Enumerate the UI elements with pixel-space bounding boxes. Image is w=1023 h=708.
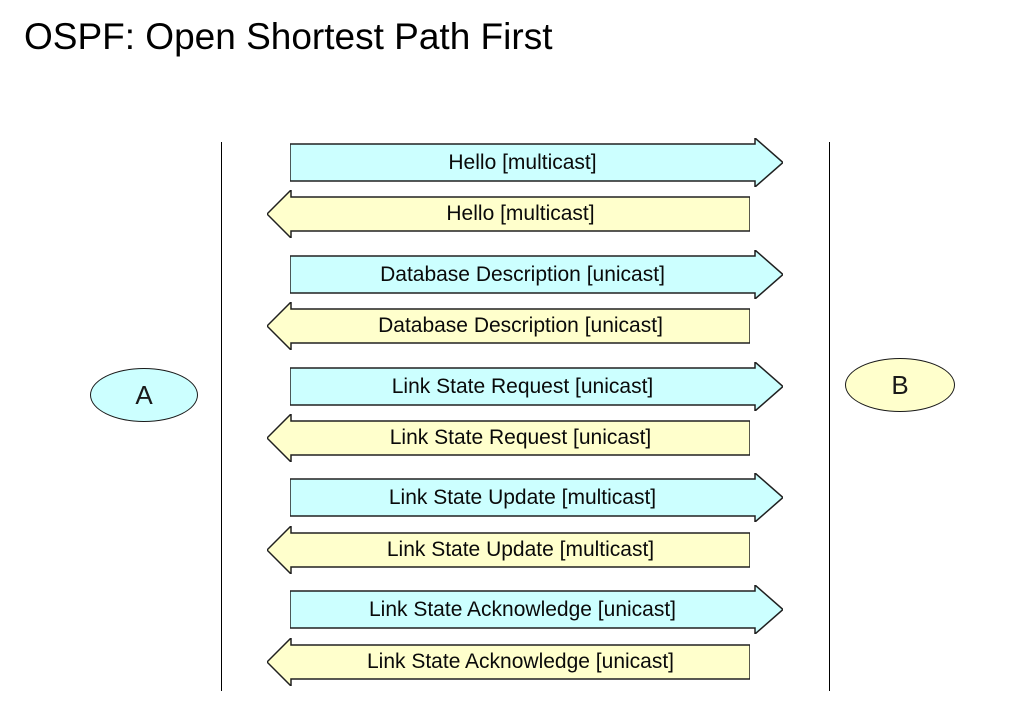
right-arrow-shape <box>290 249 783 299</box>
left-arrow-shape <box>267 414 750 462</box>
message-label: Link State Request [unicast] <box>389 426 652 449</box>
message-label: Database Description [unicast] <box>380 262 665 286</box>
message-arrow: Database Description [unicast] <box>267 302 750 350</box>
node-a-ellipse: A <box>90 368 198 422</box>
message-arrow: Hello [multicast] <box>267 190 750 238</box>
message-arrow: Link State Acknowledge [unicast] <box>290 585 783 634</box>
message-label: Link State Acknowledge [unicast] <box>368 598 677 621</box>
message-label: Hello [multicast] <box>446 202 595 225</box>
left-arrow-shape <box>267 526 750 574</box>
node-b-label: B <box>891 369 909 400</box>
right-arrow-shape <box>290 361 783 411</box>
message-arrow: Link State Update [multicast] <box>267 526 750 574</box>
right-arrow-shape <box>290 138 783 187</box>
node-a-label: A <box>135 379 153 410</box>
left-arrow-shape <box>267 190 750 238</box>
lifeline-b <box>829 142 830 691</box>
message-label: Hello [multicast] <box>448 151 597 174</box>
right-arrow-shape <box>290 473 783 523</box>
message-arrow: Database Description [unicast] <box>290 249 783 299</box>
slide-title: OSPF: Open Shortest Path First <box>24 16 553 57</box>
node-b-ellipse: B <box>845 358 955 412</box>
message-arrow: Link State Acknowledge [unicast] <box>267 638 750 686</box>
left-arrow-shape <box>267 302 750 350</box>
message-label: Link State Update [multicast] <box>388 486 657 510</box>
message-arrow: Hello [multicast] <box>290 138 783 187</box>
message-arrow: Link State Request [unicast] <box>267 414 750 462</box>
message-arrow: Link State Request [unicast] <box>290 361 783 411</box>
message-label: Link State Acknowledge [unicast] <box>366 650 675 673</box>
lifeline-a <box>221 142 222 691</box>
message-label: Database Description [unicast] <box>378 314 663 337</box>
message-arrow: Link State Update [multicast] <box>290 473 783 523</box>
right-arrow-shape <box>290 585 783 634</box>
message-label: Link State Update [multicast] <box>386 538 655 561</box>
left-arrow-shape <box>267 638 750 686</box>
message-label: Link State Request [unicast] <box>391 374 654 398</box>
